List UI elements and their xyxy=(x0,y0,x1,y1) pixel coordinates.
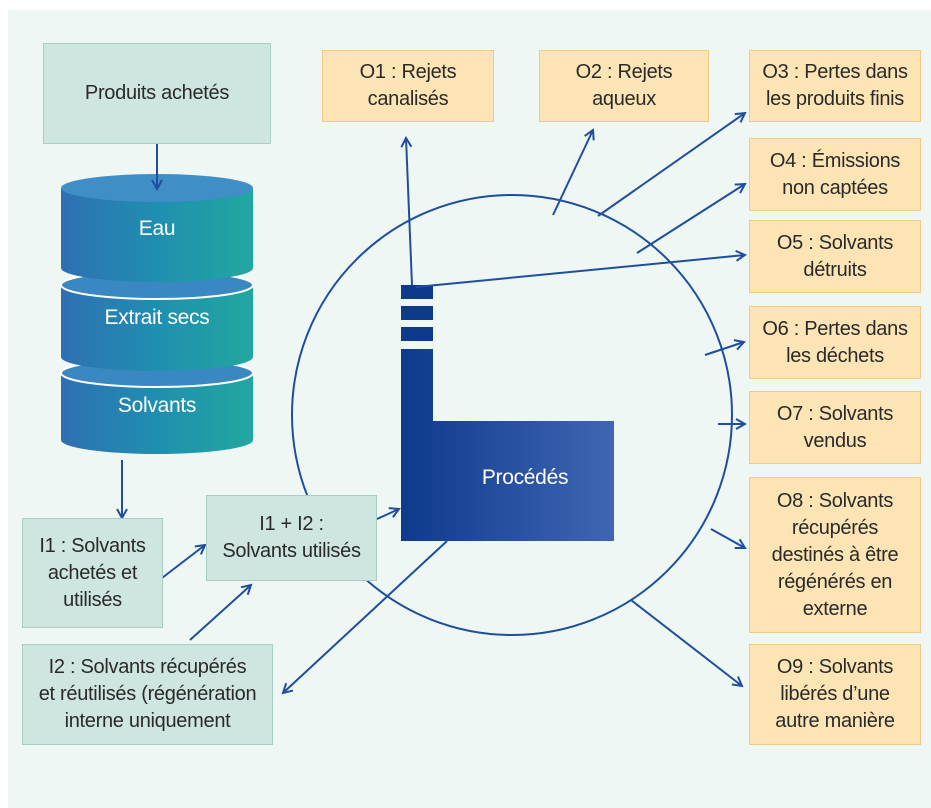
cylinder-layer-extrait xyxy=(61,285,253,371)
input-i1-i2-box: I1 + I2 : Solvants utilisés xyxy=(206,495,377,581)
output-o1-box: O1 : Rejets canalisés xyxy=(322,50,494,122)
arrow-o1 xyxy=(406,138,413,286)
output-o8-box: O8 : Solvants récupérés destinés à être … xyxy=(749,477,921,633)
arrow-i2-to-i1i2 xyxy=(189,585,251,641)
stock-label-eau: Eau xyxy=(138,217,176,240)
arrow-o4 xyxy=(636,184,745,254)
output-o9-box: O9 : Solvants libérés d’une autre manièr… xyxy=(749,644,921,745)
input-i2-box: I2 : Solvants récupérés et réutilisés (r… xyxy=(22,644,273,745)
arrow-process-to-i2 xyxy=(283,540,448,693)
stock-label-extrait-secs: Extrait secs xyxy=(104,306,210,329)
output-o3-box: O3 : Pertes dans les produits finis xyxy=(749,50,921,122)
output-o7-box: O7 : Solvants vendus xyxy=(749,391,921,464)
arrow-o5 xyxy=(415,255,745,288)
arrow-o9 xyxy=(630,599,742,686)
output-o6-box: O6 : Pertes dans les déchets xyxy=(749,306,921,379)
arrow-o3 xyxy=(597,113,745,217)
process-factory xyxy=(401,285,614,541)
input-i1-box: I1 : Solvants achetés et utilisés xyxy=(22,518,163,628)
output-o5-box: O5 : Solvants détruits xyxy=(749,220,921,293)
arrow-o8 xyxy=(710,528,745,548)
stock-cylinder xyxy=(60,174,254,454)
cylinder-layer-eau xyxy=(61,188,253,282)
arrow-i1-to-i1i2 xyxy=(161,545,205,579)
process-circle xyxy=(291,194,733,636)
process-label: Procédés xyxy=(481,466,569,489)
arrow-o2 xyxy=(552,130,593,216)
output-o2-box: O2 : Rejets aqueux xyxy=(539,50,709,122)
purchased-products-box: Produits achetés xyxy=(43,43,271,144)
cylinder-layer-solvants xyxy=(61,373,253,454)
arrow-o6 xyxy=(704,342,744,356)
stock-label-solvants: Solvants xyxy=(117,394,197,417)
arrow-i1i2-to-process xyxy=(376,509,399,520)
output-o4-box: O4 : Émissions non captées xyxy=(749,138,921,211)
